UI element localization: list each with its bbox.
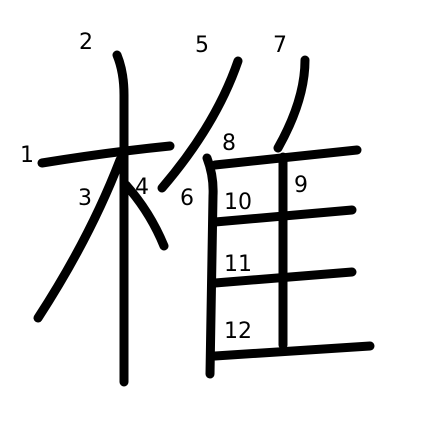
stroke-2 — [112, 50, 129, 387]
stroke-label-1: 1 — [20, 143, 34, 168]
stroke-11 — [210, 267, 357, 288]
stroke-10 — [210, 205, 357, 227]
stroke-label-7: 7 — [273, 33, 287, 58]
stroke-label-10: 10 — [224, 190, 252, 215]
stroke-label-5: 5 — [195, 33, 209, 58]
stroke-label-11: 11 — [224, 252, 252, 277]
stroke-7 — [273, 55, 310, 153]
stroke-label-9: 9 — [294, 173, 308, 198]
stroke-number-labels: 1 2 3 4 5 6 7 8 9 10 11 12 — [20, 30, 308, 344]
stroke-12 — [210, 341, 375, 361]
stroke-label-6: 6 — [180, 186, 194, 211]
stroke-label-8: 8 — [222, 131, 236, 156]
stroke-label-12: 12 — [224, 319, 252, 344]
stroke-6 — [202, 153, 218, 379]
character-strokes — [33, 50, 375, 387]
stroke-5 — [157, 56, 243, 193]
stroke-label-3: 3 — [78, 186, 92, 211]
stroke-label-2: 2 — [79, 30, 93, 55]
stroke-label-4: 4 — [135, 175, 149, 200]
stroke-4 — [121, 180, 169, 251]
stroke-1 — [37, 141, 175, 168]
stroke-3 — [33, 155, 125, 323]
